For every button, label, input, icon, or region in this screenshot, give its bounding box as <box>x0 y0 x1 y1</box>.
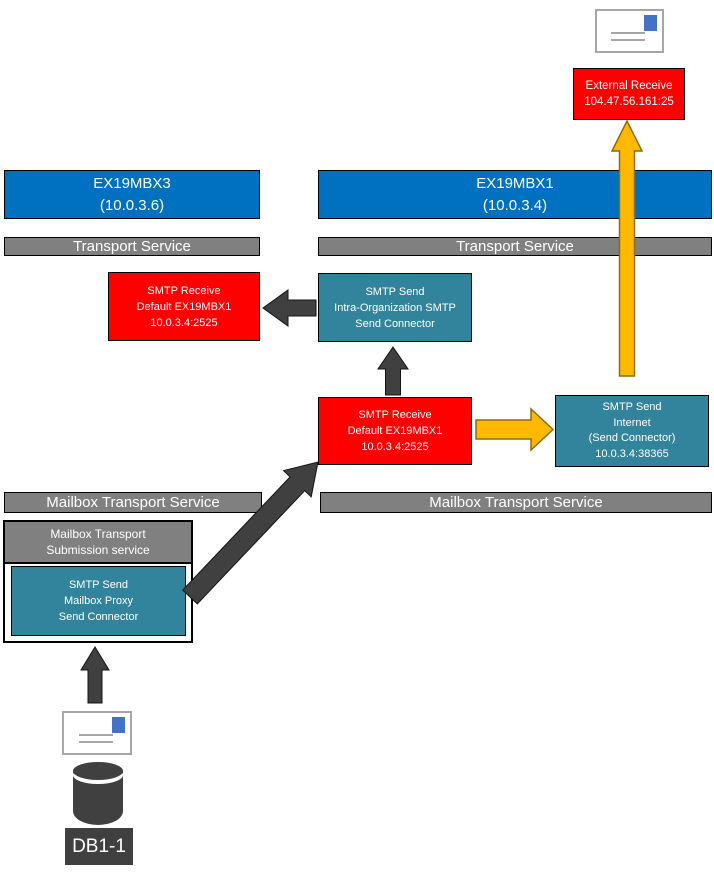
server-box-ex19mbx3: EX19MBX3 (10.0.3.6) <box>4 170 260 219</box>
mailbox-transport-service-label: Mailbox Transport Service <box>46 494 220 511</box>
arrow-proxy-to-receive-right <box>181 461 319 605</box>
node-line: Intra-Organization SMTP <box>334 301 456 314</box>
transport-service-bar-right: Transport Service <box>318 237 712 256</box>
envelope-line <box>78 741 113 743</box>
envelope-stamp-icon <box>644 15 657 31</box>
database-label: DB1-1 <box>65 828 133 865</box>
external-receive-line: 104.47.56.161:25 <box>584 96 674 108</box>
node-line: Internet <box>613 416 651 429</box>
arrow-receive-to-internet <box>475 407 555 452</box>
mailbox-transport-service-label: Mailbox Transport Service <box>429 494 603 511</box>
smtp-receive-node-left: SMTP Receive Default EX19MBX1 10.0.3.4:2… <box>108 272 260 341</box>
mailbox-submission-header: Mailbox Transport Submission service <box>5 522 191 564</box>
node-line: Submission service <box>46 543 150 557</box>
mailbox-transport-service-bar-left: Mailbox Transport Service <box>4 492 262 513</box>
envelope-stamp-icon <box>112 717 125 733</box>
node-line: Mailbox Proxy <box>63 595 134 607</box>
node-line: Send Connector <box>58 611 139 623</box>
database-cylinder-top <box>73 762 123 780</box>
envelope-line <box>611 39 646 41</box>
envelope-line <box>611 31 646 34</box>
node-line: SMTP Send <box>602 401 662 413</box>
server-ip: (10.0.3.4) <box>482 196 548 214</box>
server-ip: (10.0.3.6) <box>99 196 165 214</box>
node-line: Default EX19MBX1 <box>136 300 232 313</box>
database-name: DB1-1 <box>72 835 126 857</box>
node-line: 10.0.3.4:2525 <box>361 441 429 453</box>
email-message-icon-external <box>595 9 664 53</box>
node-line: 10.0.3.4:38365 <box>595 447 669 460</box>
server-box-ex19mbx1: EX19MBX1 (10.0.3.4) <box>318 170 712 219</box>
node-line: (Send Connector) <box>588 432 676 444</box>
external-receive-line: External Receive <box>585 80 673 92</box>
smtp-send-internet-node: SMTP Send Internet (Send Connector) 10.0… <box>555 395 709 467</box>
smtp-send-mailbox-proxy-node: SMTP Send Mailbox Proxy Send Connector <box>11 566 186 636</box>
server-name: EX19MBX1 <box>476 174 554 192</box>
arrow-intra-org-to-receive-left <box>262 289 317 327</box>
node-line: SMTP Receive <box>358 409 432 421</box>
node-line: Default EX19MBX1 <box>347 425 443 437</box>
node-line: Send Connector <box>355 317 435 330</box>
transport-service-bar-left: Transport Service <box>4 237 260 256</box>
smtp-receive-node-right: SMTP Receive Default EX19MBX1 10.0.3.4:2… <box>318 397 472 465</box>
arrow-receive-to-intra-org <box>377 346 409 396</box>
node-line: 10.0.3.4:2525 <box>150 316 218 329</box>
transport-service-label: Transport Service <box>73 238 191 255</box>
server-name: EX19MBX3 <box>93 174 171 192</box>
external-receive-node: External Receive 104.47.56.161:25 <box>573 68 685 120</box>
node-line: SMTP Receive <box>147 284 221 297</box>
email-message-icon-mailbox <box>62 711 132 755</box>
node-line: SMTP Send <box>68 579 129 591</box>
smtp-send-intra-org-node: SMTP Send Intra-Organization SMTP Send C… <box>318 273 472 342</box>
node-line: SMTP Send <box>365 285 425 298</box>
mailbox-transport-service-bar-right: Mailbox Transport Service <box>320 492 712 513</box>
envelope-line <box>78 733 113 736</box>
node-line: Mailbox Transport <box>50 527 146 541</box>
transport-service-label: Transport Service <box>456 238 574 255</box>
arrow-mailbox-to-proxy <box>80 646 110 704</box>
